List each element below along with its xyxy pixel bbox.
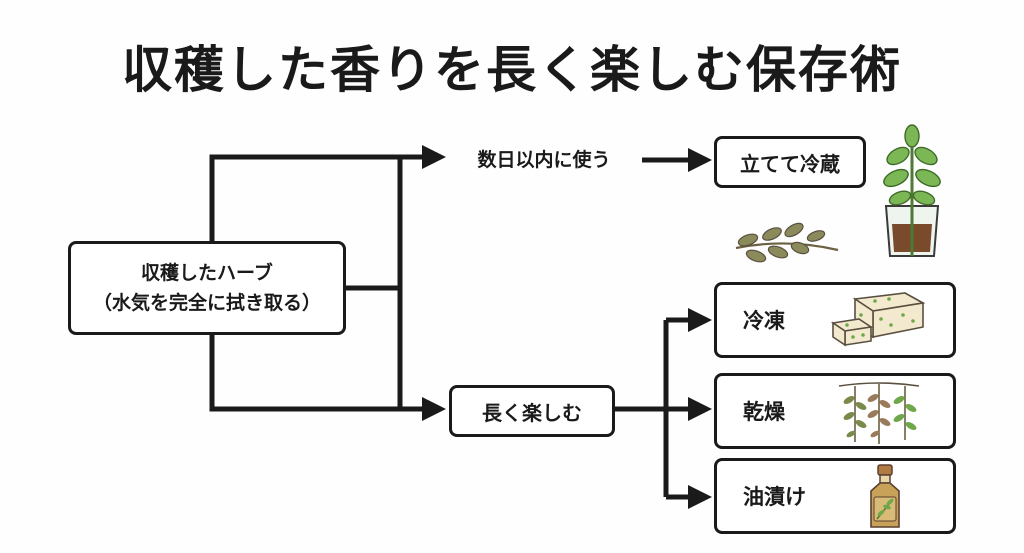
method-label-dry: 乾燥 — [743, 400, 785, 424]
arrowhead-freeze — [688, 308, 712, 332]
branch-label-short-term: 数日以内に使う — [477, 148, 611, 171]
method-box-dry: 乾燥 — [714, 373, 956, 449]
arrowhead-long — [422, 397, 446, 421]
connector-source-bottom — [209, 335, 422, 412]
hanging-dried-herbs-icon — [838, 382, 920, 444]
herb-sprig-icon — [735, 222, 839, 263]
method-box-oil-infusion: 油漬け — [714, 458, 956, 534]
method-box-refrigerate-upright: 立てて冷蔵 — [714, 136, 866, 188]
arrowhead-chill — [688, 148, 712, 172]
method-label-freeze: 冷凍 — [743, 309, 785, 333]
herb-oil-bottle-icon — [870, 464, 900, 528]
potted-herb-in-water-glass-icon — [883, 124, 941, 257]
branch-box-long-term: 長く楽しむ — [449, 385, 615, 437]
source-label: 収穫したハーブ — [141, 262, 273, 284]
connector-source-top — [209, 154, 422, 241]
source-note: （水気を完全に拭き取る） — [92, 292, 321, 314]
frozen-herb-cubes-icon — [830, 292, 926, 347]
arrowhead-oil — [688, 485, 712, 509]
source-box-harvested-herbs: 収穫したハーブ （水気を完全に拭き取る） — [68, 241, 346, 335]
method-label-oil-infusion: 油漬け — [743, 485, 806, 509]
arrowhead-dry — [688, 397, 712, 421]
method-box-freeze: 冷凍 — [714, 282, 956, 358]
page-title: 収穫した香りを長く楽しむ保存術 — [122, 41, 902, 99]
arrowhead-short — [422, 145, 446, 169]
